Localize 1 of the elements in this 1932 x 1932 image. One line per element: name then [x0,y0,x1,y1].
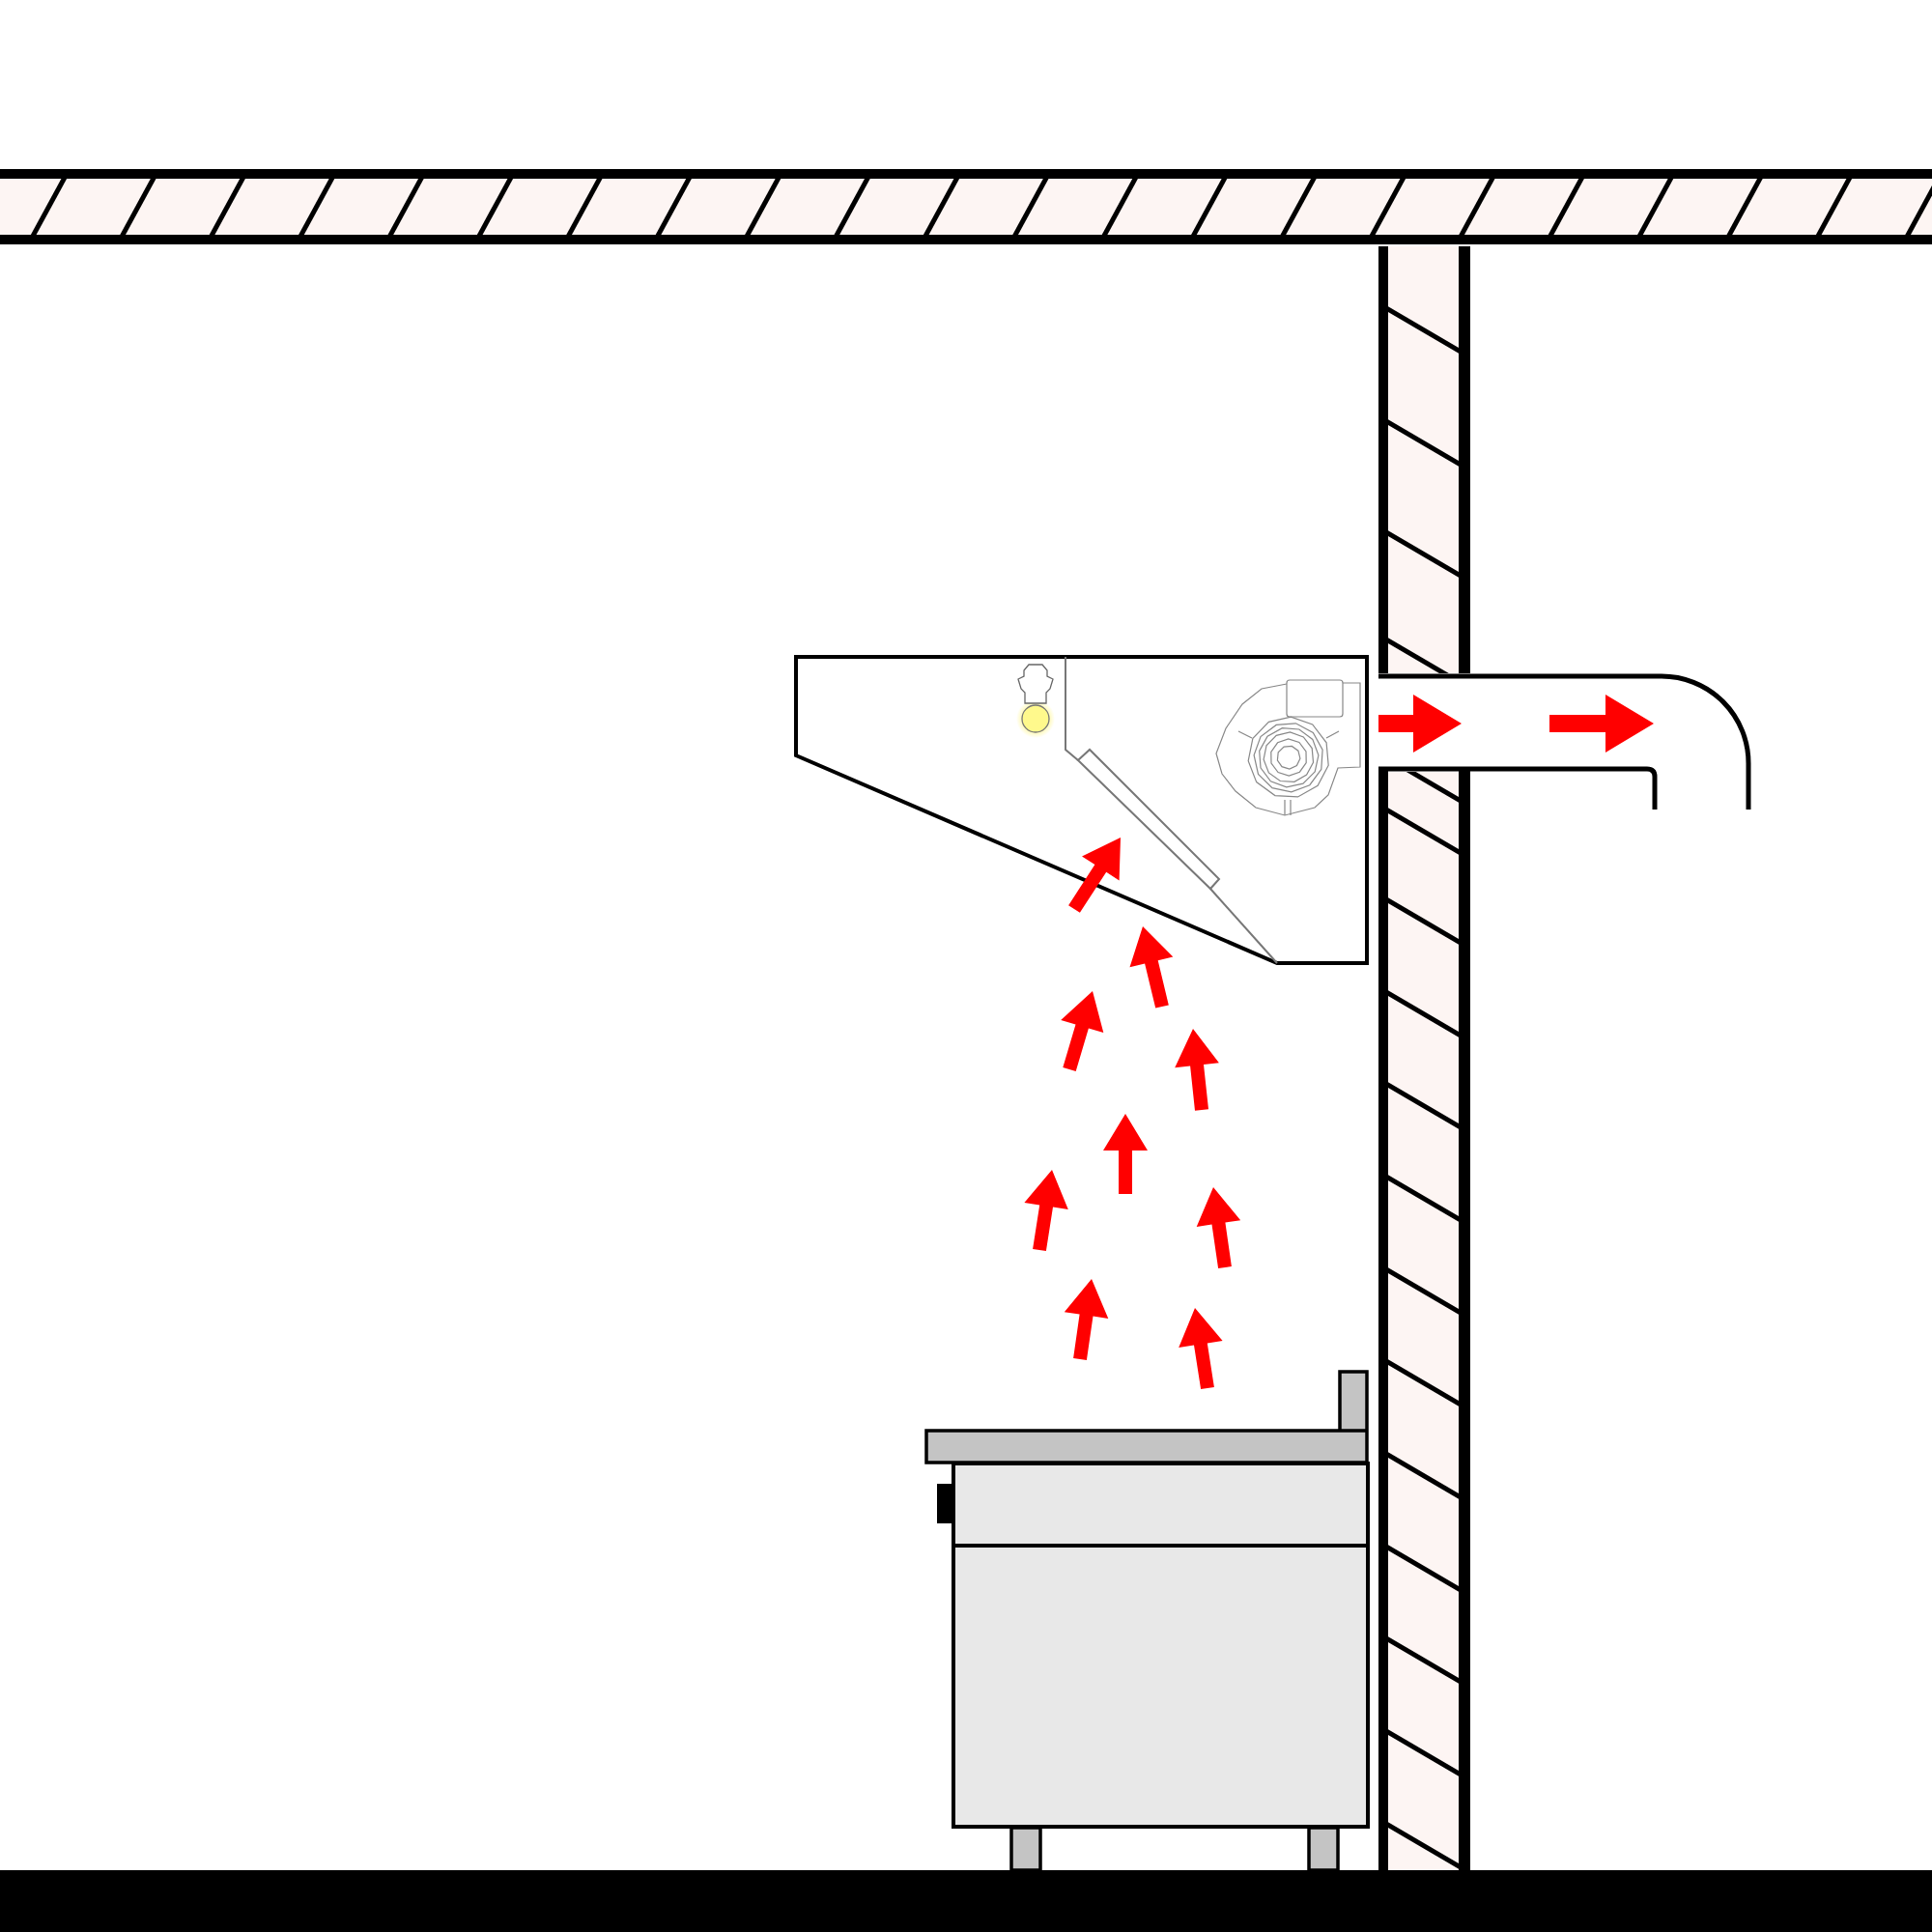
exhaust-duct [1377,673,1751,810]
